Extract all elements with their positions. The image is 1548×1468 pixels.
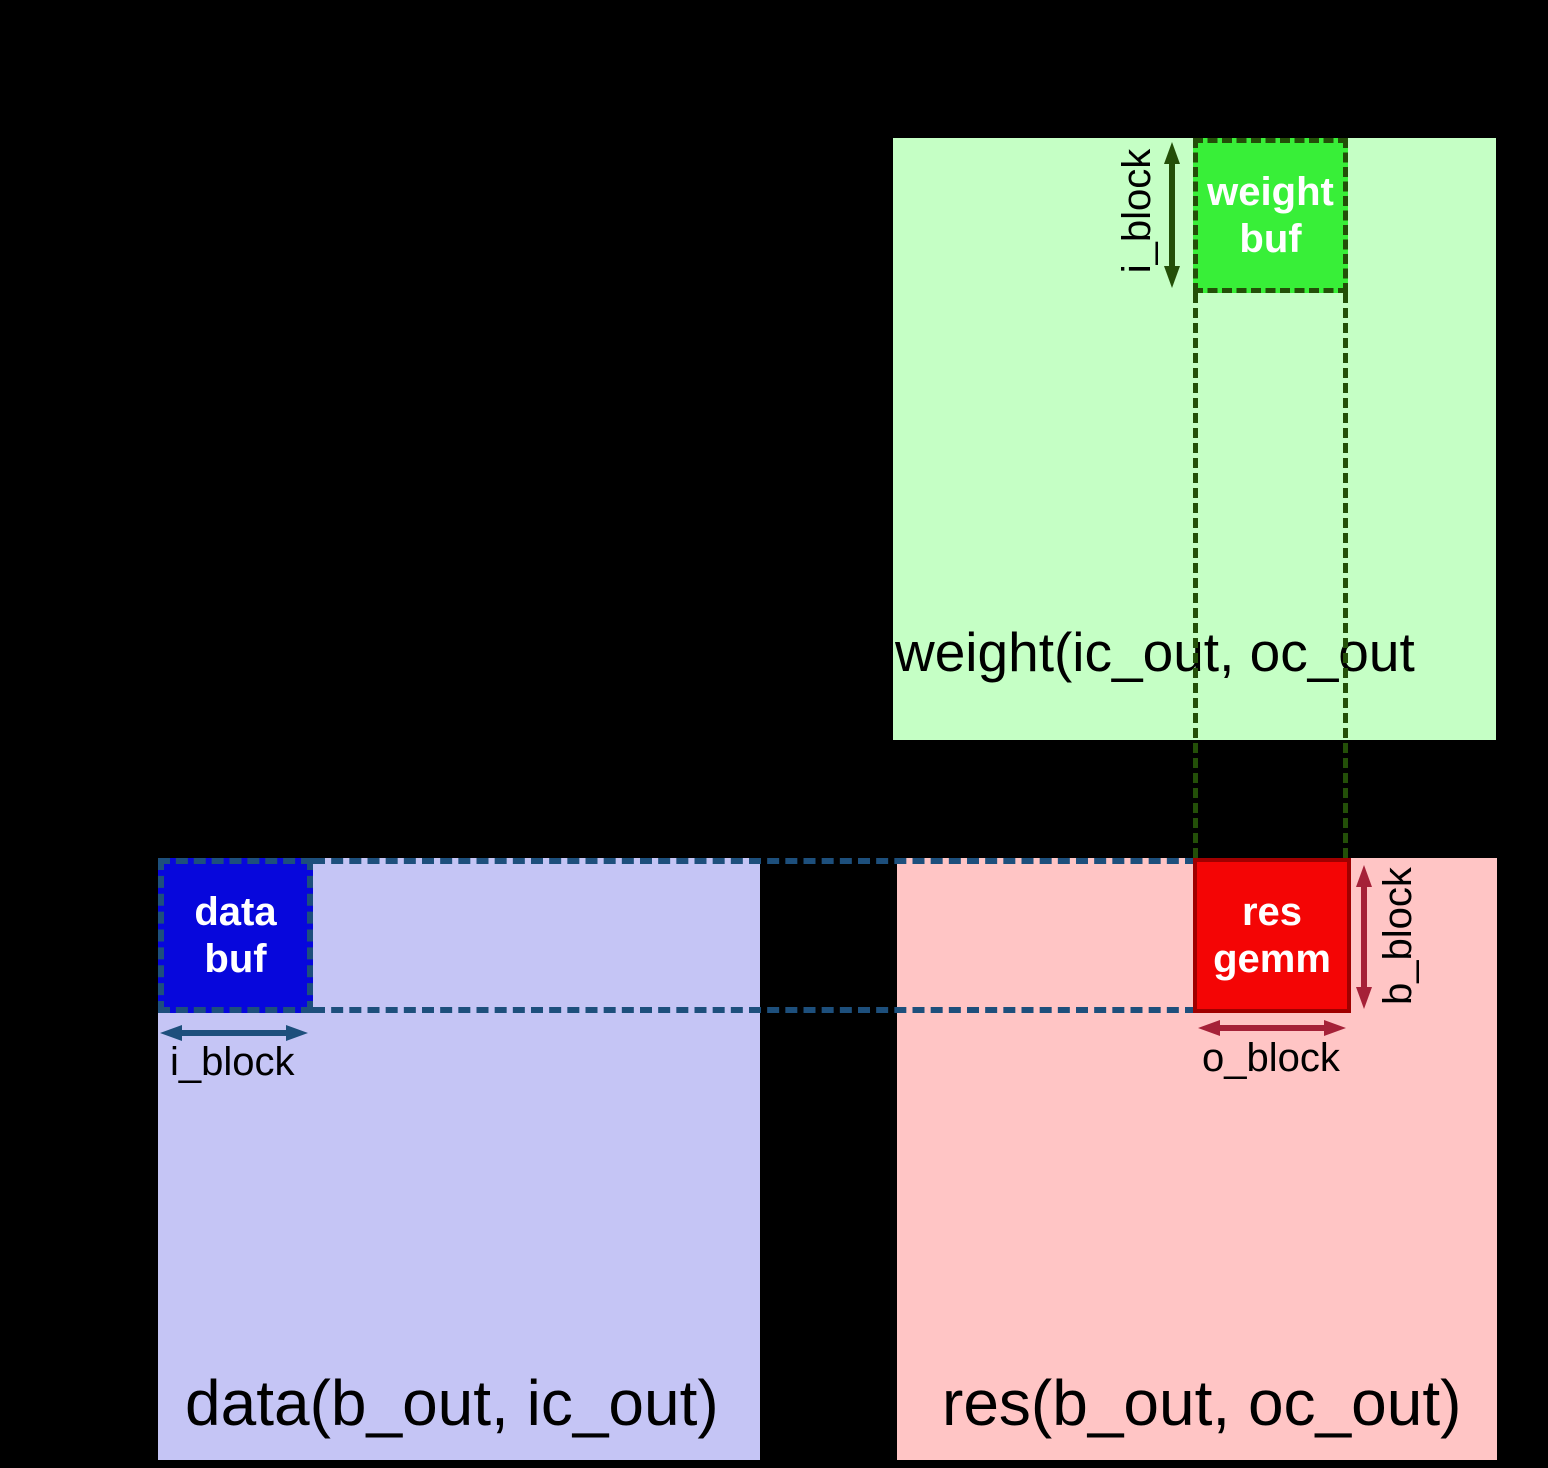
weight-buf-block: weight buf	[1193, 138, 1348, 293]
data-buf-label-line2: buf	[204, 936, 267, 981]
data-buf-projection-line-bottom	[313, 1007, 1197, 1013]
data-i-block-label: i_block	[170, 1040, 295, 1084]
weight-matrix-label: weight(ic_out, oc_out	[895, 621, 1415, 683]
arrow-head-down	[1356, 987, 1372, 1009]
weight-i-block-label: i_block	[1115, 148, 1159, 274]
data-buf-block: data buf	[158, 858, 313, 1013]
weight-buf-label-line1: weight	[1207, 169, 1334, 214]
arrow-head-left	[1198, 1020, 1220, 1036]
res-gemm-block: res gemm	[1193, 858, 1351, 1013]
res-matrix-label: res(b_out, oc_out)	[942, 1367, 1462, 1439]
data-buf-label-line1: data	[194, 889, 277, 934]
o-block-label: o_block	[1202, 1036, 1340, 1080]
arrow-head-left	[160, 1025, 182, 1041]
b-block-arrow	[1356, 865, 1372, 1009]
o-block-arrow	[1198, 1020, 1346, 1036]
arrow-head-up	[1356, 865, 1372, 887]
weight-i-block-arrow	[1164, 142, 1180, 288]
data-matrix-label: data(b_out, ic_out)	[185, 1367, 719, 1439]
weight-buf-label-line2: buf	[1239, 216, 1302, 261]
arrow-head-down	[1164, 266, 1180, 288]
arrow-head-up	[1164, 142, 1180, 164]
res-gemm-label-line2: gemm	[1213, 936, 1331, 981]
res-gemm-label-line1: res	[1241, 889, 1303, 934]
data-buf-projection-line-top	[313, 858, 1197, 864]
arrow-head-right	[1324, 1020, 1346, 1036]
data-i-block-arrow	[160, 1025, 308, 1041]
weight-buf-projection-line-right	[1343, 293, 1348, 858]
b-block-label: b_block	[1376, 867, 1420, 1005]
weight-buf-projection-line-left	[1193, 293, 1198, 858]
arrow-head-right	[286, 1025, 308, 1041]
